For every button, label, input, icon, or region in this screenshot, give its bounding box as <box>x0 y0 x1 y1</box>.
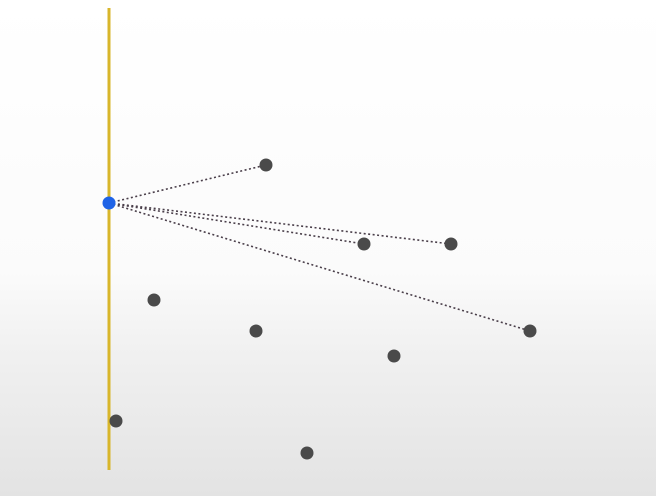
point-p9 <box>300 446 314 460</box>
point-p5 <box>147 293 161 307</box>
source-point-icon <box>102 196 116 210</box>
point-p7 <box>387 349 401 363</box>
point-p8 <box>109 414 123 428</box>
point-p1 <box>259 158 273 172</box>
point-p3 <box>444 237 458 251</box>
link-line-p4 <box>108 202 531 332</box>
link-line-p1 <box>108 164 267 204</box>
points-group <box>109 158 537 460</box>
dotted-links <box>108 164 531 332</box>
point-p2 <box>357 237 371 251</box>
link-line-p2 <box>108 202 365 245</box>
point-p6 <box>249 324 263 338</box>
point-p4 <box>523 324 537 338</box>
link-line-p3 <box>108 202 452 245</box>
